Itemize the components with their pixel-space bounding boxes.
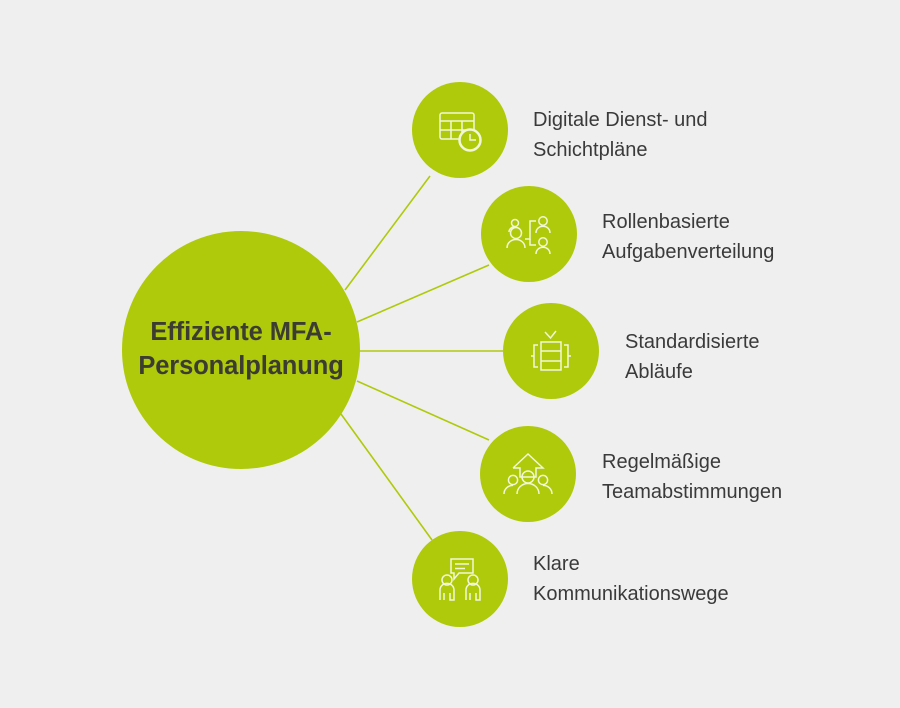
node-label-digitale-dienst-und-schichtplaene: Digitale Dienst- und Schichtpläne bbox=[533, 109, 708, 162]
process-stack-check-icon bbox=[525, 325, 577, 377]
node-label-rollenbasierte-aufgabenverteilung: Rollenbasierte Aufgabenverteilung bbox=[602, 211, 775, 264]
central-node[interactable]: Effiziente MFA- Personalplanung bbox=[122, 231, 360, 469]
node-label-klare-kommunikationswege: Klare Kommunikationswege bbox=[533, 553, 729, 606]
node-standardisierte-ablaeufe[interactable] bbox=[503, 303, 599, 399]
node-label-standardisierte-ablaeufe: Standardisierte Abläufe bbox=[625, 331, 760, 384]
node-regelmaessige-teamabstimmungen[interactable] bbox=[480, 426, 576, 522]
team-arrow-up-icon bbox=[501, 447, 555, 501]
node-rollenbasierte-aufgabenverteilung[interactable] bbox=[481, 186, 577, 282]
node-klare-kommunikationswege[interactable] bbox=[412, 531, 508, 627]
org-chart-people-icon bbox=[503, 208, 555, 260]
schedule-table-clock-icon bbox=[434, 104, 486, 156]
two-people-speech-bubble-icon bbox=[433, 552, 487, 606]
node-label-regelmaessige-teamabstimmungen: Regelmäßige Teamabstimmungen bbox=[602, 451, 783, 504]
node-digitale-dienst-und-schichtplaene[interactable] bbox=[412, 82, 508, 178]
central-node-label: Effiziente MFA- Personalplanung bbox=[138, 318, 344, 380]
